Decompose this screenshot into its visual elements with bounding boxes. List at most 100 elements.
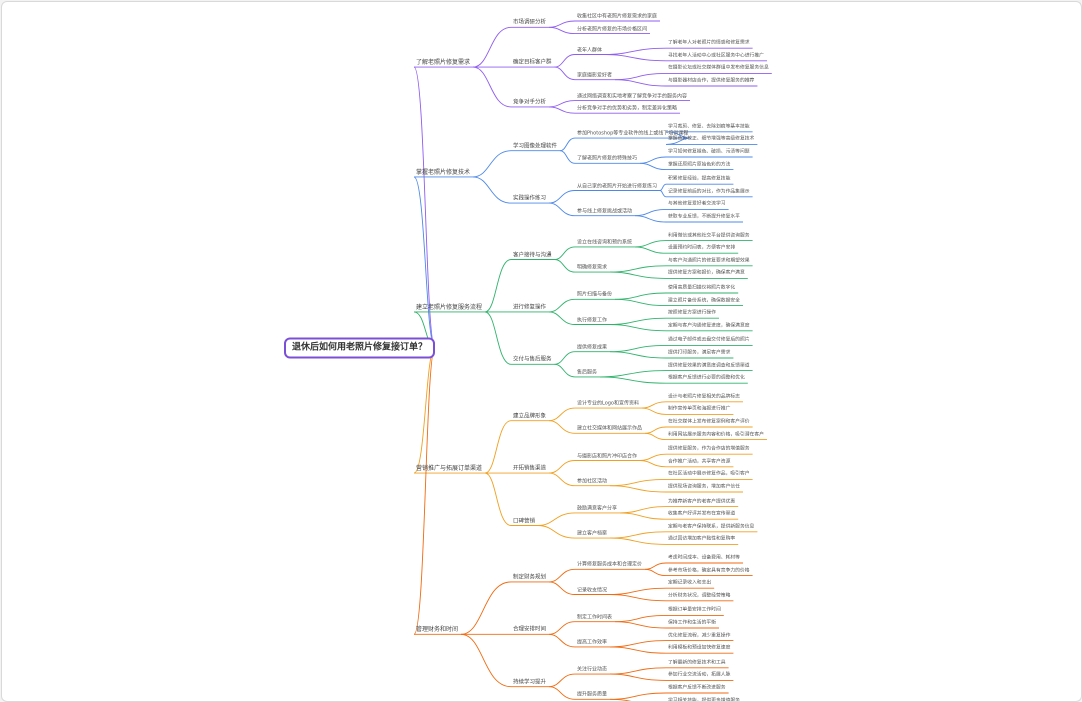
topic-level-1[interactable]: 建立老照片修复服务流程	[416, 303, 483, 311]
topic-level-2[interactable]: 市场调研分析	[513, 19, 547, 26]
topic-level-2[interactable]: 合理安排时间	[513, 626, 547, 633]
topic-level-4[interactable]: 提供修复方案和报价，确保客户满意	[668, 270, 745, 276]
topic-level-3[interactable]: 记录收支情况	[577, 587, 608, 593]
topic-level-4[interactable]: 通过电子邮件或云盘交付修复后的照片	[668, 337, 750, 343]
topic-level-3[interactable]: 设立在线咨询和预约系统	[577, 239, 633, 246]
topic-level-4[interactable]: 合作推广活动，共享客户资源	[668, 459, 731, 465]
topic-level-3[interactable]: 明确修复需求	[577, 264, 608, 271]
connector	[614, 621, 667, 629]
topic-level-2[interactable]: 持续学习提升	[513, 678, 547, 685]
topic-level-1[interactable]: 管理财务和时间	[416, 626, 459, 634]
connector	[460, 581, 512, 635]
topic-level-2[interactable]: 制定财务规划	[513, 574, 547, 581]
topic-level-3[interactable]: 制定工作时间表	[577, 614, 613, 621]
topic-level-3[interactable]: 收集社区中有老照片修复需求的家庭	[577, 13, 658, 20]
topic-level-3[interactable]: 与摄影店和照片冲印店合作	[577, 453, 638, 459]
topic-level-4[interactable]: 与客户沟通照片的修复要求和期望效果	[668, 258, 750, 264]
topic-level-4[interactable]: 收集客户好评并发布在宣传渠道	[668, 511, 736, 517]
topic-level-4[interactable]: 积累修复经验，提高修复技能	[668, 176, 731, 182]
topic-level-1[interactable]: 营销推广与拓展订单渠道	[416, 465, 483, 473]
connector	[484, 472, 512, 526]
topic-level-4[interactable]: 利用网站展示服务内容和价格，吸引潜在客户	[668, 432, 764, 438]
topic-level-4[interactable]: 利用模板和预设加快修复速度	[668, 645, 731, 651]
topic-level-4[interactable]: 根据订单量安排工作时间	[668, 607, 721, 613]
topic-level-2[interactable]: 进行修复操作	[513, 304, 547, 311]
topic-level-3[interactable]: 关注行业动态	[577, 666, 608, 673]
topic-level-3[interactable]: 照片扫描与备份	[577, 291, 613, 298]
topic-level-3[interactable]: 建立客户档案	[577, 530, 608, 537]
topic-level-2[interactable]: 建立品牌形象	[513, 412, 547, 419]
topic-level-4[interactable]: 学习裁剪、修复、去除划痕等基本技能	[668, 124, 750, 130]
topic-level-3[interactable]: 建立社交媒体和网站展示作品	[577, 425, 643, 432]
topic-level-4[interactable]: 在社交媒体上发布修复案例和客户评价	[668, 419, 750, 425]
topic-level-4[interactable]: 提供修复效果的满意度调查和反馈渠道	[668, 363, 750, 369]
topic-level-4[interactable]: 定期记录收入和支出	[668, 580, 712, 586]
topic-level-4[interactable]: 按照修复方案进行操作	[668, 310, 716, 316]
topic-level-4[interactable]: 获取专业反馈，不断提升修复水平	[668, 214, 740, 220]
topic-level-4[interactable]: 根据客户反馈进行必要的调整和优化	[668, 375, 745, 381]
topic-level-2[interactable]: 实践操作练习	[513, 195, 547, 202]
topic-level-4[interactable]: 提供修复服务，作为合作店的增值服务	[668, 446, 750, 452]
topic-level-4[interactable]: 分析财务状况，调整经营策略	[668, 593, 731, 599]
topic-level-4[interactable]: 记录修复前后的对比，作为作品集展示	[668, 189, 750, 195]
topic-level-1[interactable]: 掌握老照片修复技术	[416, 168, 471, 176]
topic-level-3[interactable]: 鼓励满意客户分享	[577, 505, 618, 512]
topic-level-3[interactable]: 计算修复服务成本和合理定价	[577, 561, 643, 568]
topic-level-4[interactable]: 优化修复流程，减少重复操作	[668, 633, 731, 639]
topic-level-2[interactable]: 竞争对手分析	[513, 99, 547, 106]
topic-level-4[interactable]: 掌握还原照片原始色彩的方法	[668, 162, 731, 168]
topic-level-4[interactable]: 参考市场价格，确定具有竞争力的价格	[668, 568, 750, 574]
topic-level-3[interactable]: 从自己家的老照片开始进行修复练习	[577, 183, 658, 189]
topic-level-4[interactable]: 与其他修复爱好者交流学习	[668, 201, 726, 207]
topic-level-3[interactable]: 提供修复成果	[577, 344, 608, 351]
topic-level-4[interactable]: 根据客户反馈不断改进服务	[668, 685, 726, 691]
topic-level-2[interactable]: 开拓销售渠道	[513, 465, 547, 472]
topic-level-3[interactable]: 家庭摄影爱好者	[577, 72, 613, 79]
topic-level-3[interactable]: 参加Photoshop等专业软件的线上或线下培训课程	[577, 130, 689, 137]
topic-level-3[interactable]: 参加社区活动	[577, 478, 608, 485]
topic-level-4[interactable]: 参加行业交流活动，拓展人脉	[668, 672, 731, 678]
topic-level-4[interactable]: 考虑时间成本、设备费用、耗材等	[668, 555, 740, 561]
topic-level-3[interactable]: 提升服务质量	[577, 691, 608, 698]
topic-level-4[interactable]: 利用微信或其他社交平台提供咨询服务	[668, 233, 750, 239]
topic-level-4[interactable]: 与摄影器材店合作，提供修复服务的推荐	[668, 78, 755, 84]
topic-level-4[interactable]: 提供现场咨询服务，增加客户信任	[668, 484, 740, 490]
topic-level-4[interactable]: 设计与老照片修复相关的品牌标志	[668, 394, 740, 400]
topic-level-4[interactable]: 在摄影论坛或社交媒体群组中发布修复服务信息	[668, 65, 769, 71]
topic-level-3[interactable]: 分析竞争对手的优势和劣势，制定差异化策略	[577, 105, 678, 112]
topic-level-4[interactable]: 使用高质量扫描仪将照片数字化	[668, 285, 736, 291]
topic-level-3[interactable]: 执行修复工作	[577, 317, 608, 323]
topic-level-1[interactable]: 了解老照片修复需求	[416, 59, 471, 67]
topic-level-3[interactable]: 分析老照片修复的市场价格区间	[577, 26, 648, 33]
topic-level-4[interactable]: 提供打印服务，满足客户需求	[668, 350, 731, 356]
topic-level-4[interactable]: 定期与老客户保持联系，提供新服务信息	[668, 524, 755, 530]
topic-level-4[interactable]: 通过回访增加客户黏性和复购率	[668, 536, 736, 542]
connector	[484, 259, 512, 313]
topic-level-4[interactable]: 了解最新的修复技术和工具	[668, 660, 726, 666]
topic-level-3[interactable]: 设计专业的Logo和宣传资料	[577, 400, 639, 407]
topic-level-4[interactable]: 寻找老年人活动中心或社区服务中心进行推广	[668, 53, 764, 59]
topic-level-2[interactable]: 交付与售后服务	[513, 356, 552, 363]
topic-level-2[interactable]: 口碑营销	[513, 517, 536, 524]
root-topic[interactable]: 退休后如何用老照片修复接订单？	[284, 337, 436, 359]
topic-level-3[interactable]: 老年人群体	[577, 47, 603, 53]
topic-level-4[interactable]: 为推荐新客户的老客户提供优惠	[668, 499, 736, 505]
topic-level-4[interactable]: 建立照片备份系统，确保数据安全	[668, 298, 740, 304]
topic-level-4[interactable]: 学习如何修复褪色、破损、污渍等问题	[668, 149, 750, 155]
topic-level-4[interactable]: 设置预约时间表，方便客户安排	[668, 245, 736, 251]
topic-level-2[interactable]: 客户接待与沟通	[513, 251, 552, 258]
topic-level-4[interactable]: 保持工作和生活的平衡	[668, 620, 716, 626]
topic-level-2[interactable]: 学习图像处理软件	[513, 142, 558, 149]
topic-level-3[interactable]: 通过网络调查和实地考察了解竞争对手的服务内容	[577, 93, 688, 100]
topic-level-3[interactable]: 售后服务	[577, 369, 598, 376]
topic-level-4[interactable]: 了解老年人对老照片的情感和修复需求	[668, 40, 750, 46]
topic-level-2[interactable]: 确定目标客户群	[513, 59, 552, 66]
topic-level-4[interactable]: 定期与客户沟通修复进度，确保满意度	[668, 323, 750, 329]
topic-level-3[interactable]: 提高工作效率	[577, 639, 608, 646]
topic-level-3[interactable]: 参与线上修复挑战或活动	[577, 208, 633, 215]
topic-level-4[interactable]: 在社区活动中展示修复作品，吸引客户	[668, 471, 750, 477]
topic-level-4[interactable]: 学习相关技能，提供更多增值服务	[668, 698, 740, 702]
topic-level-4[interactable]: 掌握色彩校正、细节增强等高级修复技术	[668, 136, 755, 142]
topic-level-4[interactable]: 制作宣传单页和海报进行推广	[668, 406, 731, 412]
topic-level-3[interactable]: 了解老照片修复的特殊技巧	[577, 155, 638, 162]
